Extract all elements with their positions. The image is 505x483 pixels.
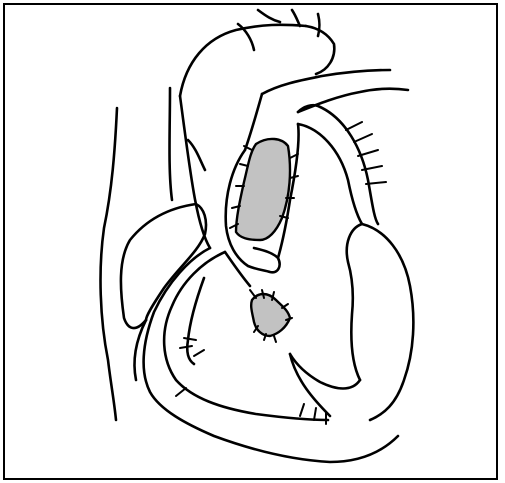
figure-frame bbox=[4, 4, 497, 479]
